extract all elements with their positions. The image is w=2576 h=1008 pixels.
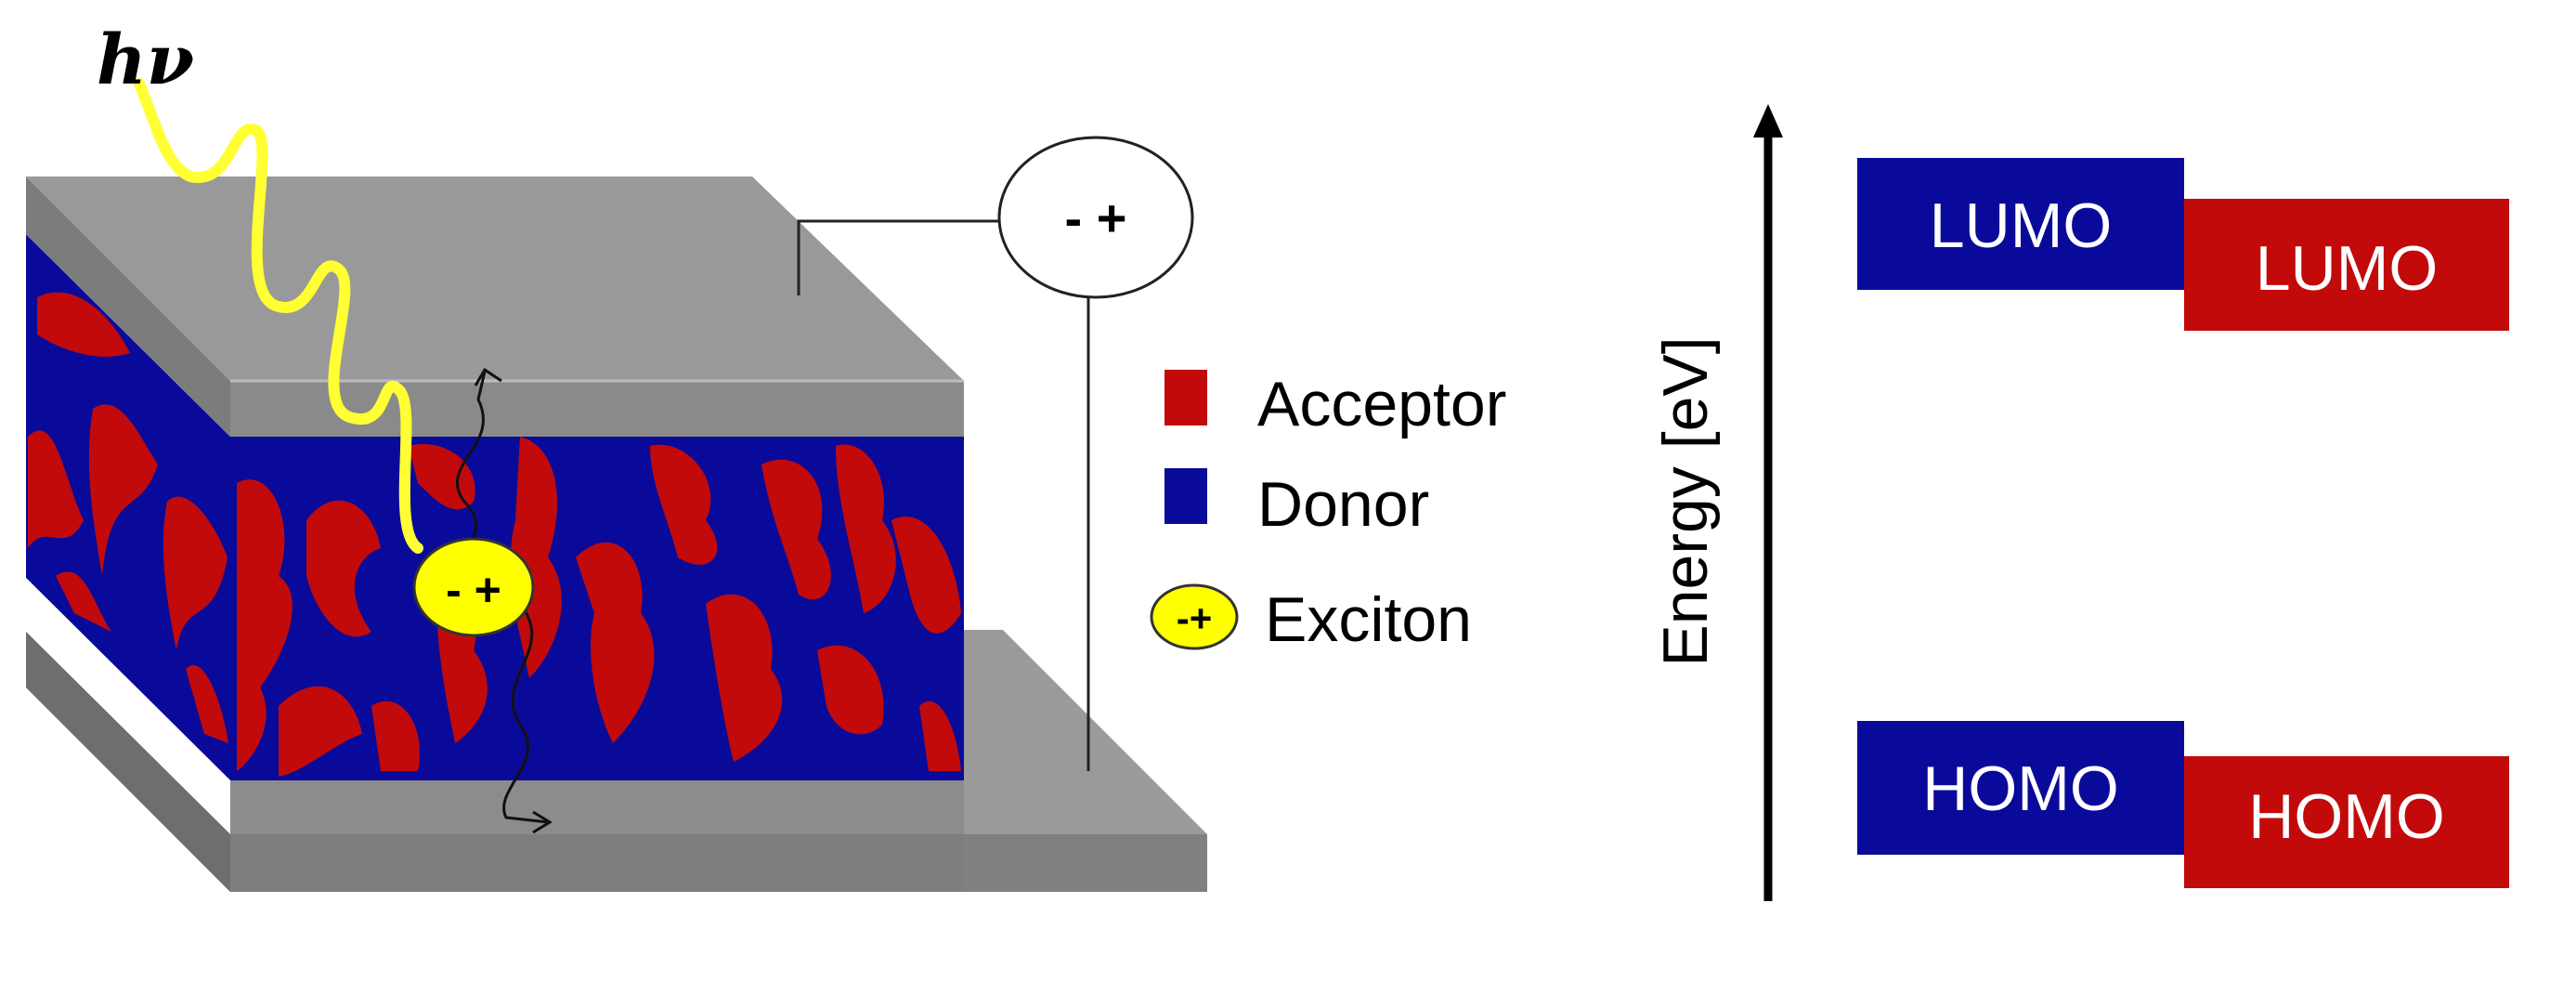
exciton-marker xyxy=(412,537,535,637)
bottom-electrode-contact-front xyxy=(964,834,1207,892)
donor-lumo-label: LUMO xyxy=(1930,190,2112,261)
acceptor-domains-side xyxy=(28,292,228,743)
electron-arrowhead xyxy=(532,810,553,834)
donor-homo-level xyxy=(1857,721,2184,855)
donor-lumo-level xyxy=(1857,158,2184,290)
external-circuit: - + xyxy=(797,136,1194,771)
acceptor-domains-front xyxy=(237,437,961,777)
energy-axis-label: Energy [eV] xyxy=(1650,336,1721,666)
legend-exciton-label: Exciton xyxy=(1265,584,1472,655)
acceptor-homo-level xyxy=(2184,756,2509,888)
legend-acceptor-swatch xyxy=(1164,370,1207,425)
exciton-in-device: - + xyxy=(412,537,535,637)
voltmeter-label: - + xyxy=(1065,189,1127,247)
photon: hν xyxy=(97,20,423,554)
legend-exciton-symbol: -+ xyxy=(1177,596,1213,640)
bottom-electrode-contact-top xyxy=(964,630,1207,834)
voltmeter-circle xyxy=(997,136,1194,299)
legend-exciton-swatch xyxy=(1150,583,1239,650)
acceptor-homo-label: HOMO xyxy=(2248,781,2445,852)
bottom-electrode-front-lower xyxy=(230,834,964,892)
acceptor-lumo-level xyxy=(2184,199,2509,331)
bottom-electrode xyxy=(26,630,1207,892)
photon-wave xyxy=(134,78,423,554)
electron-path xyxy=(502,603,549,824)
exciton-marker-label: - + xyxy=(446,564,501,616)
hole-arrowhead xyxy=(474,367,502,386)
legend: Acceptor Donor -+ Exciton xyxy=(1150,369,1506,655)
active-layer-side xyxy=(26,234,230,780)
top-electrode-left-face xyxy=(26,177,230,437)
wire-top xyxy=(797,219,1003,295)
energy-axis-arrowhead xyxy=(1753,104,1783,137)
donor-region-side xyxy=(26,234,230,780)
acceptor-lumo-label: LUMO xyxy=(2256,233,2438,304)
top-electrode-front-face xyxy=(230,381,964,437)
legend-acceptor-label: Acceptor xyxy=(1257,369,1506,439)
energy-level-diagram: Energy [eV] LUMO LUMO HOMO HOMO xyxy=(1650,104,2509,901)
legend-donor-swatch xyxy=(1164,468,1207,524)
bottom-electrode-front xyxy=(230,779,973,834)
active-layer-front xyxy=(230,437,964,780)
bottom-electrode-left-face xyxy=(26,632,230,892)
donor-homo-label: HOMO xyxy=(1922,753,2119,824)
photon-label: hν xyxy=(97,20,194,100)
legend-donor-label: Donor xyxy=(1257,469,1429,540)
